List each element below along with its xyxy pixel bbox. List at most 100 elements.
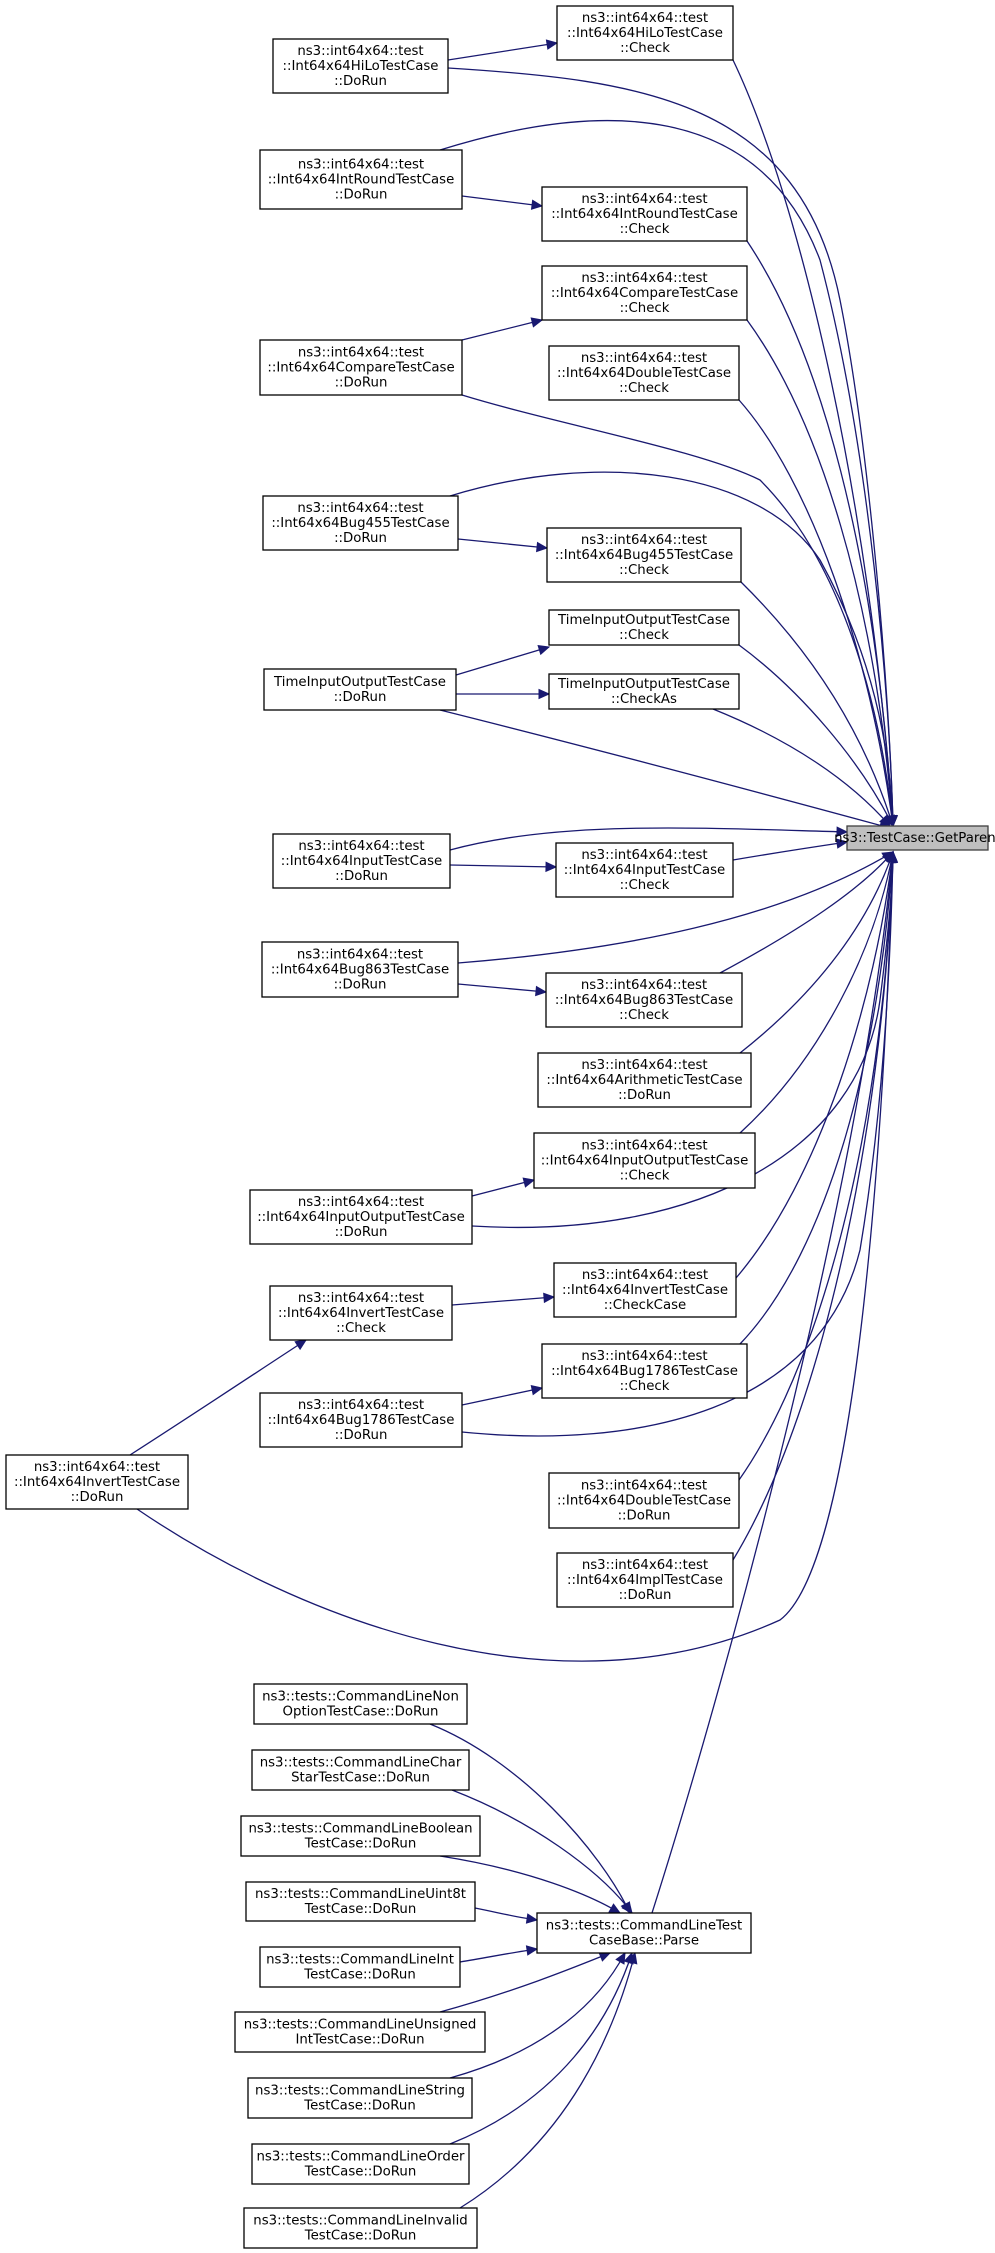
node-invert-dorun[interactable]: ns3::int64x64::test::Int64x64InvertTestC… — [5, 1454, 189, 1510]
node-label-line: ns3::int64x64::test — [298, 346, 424, 361]
edge-line — [136, 851, 894, 1662]
edge-arrowhead — [535, 985, 548, 997]
edge-line — [449, 864, 557, 868]
node-invert-check[interactable]: ns3::int64x64::test::Int64x64InvertTestC… — [269, 1285, 453, 1341]
node-label-line: ns3::int64x64::test — [297, 501, 423, 516]
node-double-check[interactable]: ns3::int64x64::test::Int64x64DoubleTestC… — [548, 345, 740, 401]
edge-line — [449, 827, 848, 851]
node-label-line: ::DoRun — [334, 690, 387, 705]
nodes-layer: ns3::TestCase::GetParentns3::tests::Comm… — [5, 5, 995, 2249]
edge-arrowhead — [525, 1945, 539, 1956]
edge-parse-to-getparent — [651, 850, 898, 1914]
edge-line — [732, 841, 848, 861]
node-label-line: ::Check — [620, 1169, 670, 1184]
node-label-line: ::Check — [620, 222, 670, 237]
node-cl-charstar[interactable]: ns3::tests::CommandLineCharStarTestCase:… — [251, 1749, 470, 1791]
node-cl-invalid[interactable]: ns3::tests::CommandLineInvalidTestCase::… — [243, 2207, 478, 2249]
edge-line — [439, 1855, 621, 1914]
node-tio-check[interactable]: TimeInputOutputTestCase::Check — [548, 609, 740, 646]
edge-cl_charstar-to-parse — [451, 1789, 633, 1914]
node-getparent[interactable]: ns3::TestCase::GetParent — [834, 825, 995, 851]
edge-tio_check-to-getparent — [738, 644, 894, 828]
node-label-line: TestCase::DoRun — [303, 2099, 416, 2114]
node-cl-boolean[interactable]: ns3::tests::CommandLineBooleanTestCase::… — [240, 1815, 481, 1857]
node-cl-string[interactable]: ns3::tests::CommandLineStringTestCase::D… — [247, 2077, 473, 2119]
edge-input_check-to-getparent — [732, 838, 849, 861]
node-round-dorun[interactable]: ns3::int64x64::test::Int64x64IntRoundTes… — [259, 149, 463, 210]
node-bug1786-dorun[interactable]: ns3::int64x64::test::Int64x64Bug1786Test… — [259, 1392, 463, 1448]
node-parse[interactable]: ns3::tests::CommandLineTestCaseBase::Par… — [536, 1912, 752, 1954]
edge-arrowhead — [530, 1385, 544, 1396]
edge-line — [439, 119, 894, 827]
node-label-line: ns3::int64x64::test — [298, 1291, 424, 1306]
node-label-line: StarTestCase::DoRun — [291, 1771, 430, 1786]
edge-compare_dorun-to-compare_check — [461, 317, 544, 341]
node-cl-int[interactable]: ns3::tests::CommandLineIntTestCase::DoRu… — [259, 1946, 461, 1988]
node-label-line: ::Int64x64InputTestCase — [281, 854, 442, 869]
edge-line — [719, 851, 894, 974]
edge-line — [738, 399, 894, 827]
edge-bug455_dorun-to-getparent — [449, 471, 898, 828]
node-box — [541, 186, 748, 242]
edge-arrowhead — [537, 644, 551, 656]
node-cl-unsigned[interactable]: ns3::tests::CommandLineUnsignedIntTestCa… — [234, 2011, 486, 2053]
node-label-line: ::Int64x64InputTestCase — [564, 863, 725, 878]
node-box — [269, 1285, 453, 1341]
edge-arrowhead — [879, 814, 891, 827]
node-bug1786-check[interactable]: ns3::int64x64::test::Int64x64Bug1786Test… — [541, 1343, 748, 1399]
node-label-line: ns3::tests::CommandLineNon — [262, 1690, 459, 1705]
node-compare-check[interactable]: ns3::int64x64::test::Int64x64CompareTest… — [541, 265, 748, 321]
node-label-line: ::DoRun — [335, 188, 388, 203]
node-label-line: ns3::int64x64::test — [581, 848, 707, 863]
node-label-line: ns3::int64x64::test — [581, 1349, 707, 1364]
node-tio-checkas[interactable]: TimeInputOutputTestCase::CheckAs — [548, 673, 740, 710]
edge-line — [461, 1387, 543, 1406]
node-box — [537, 1052, 752, 1108]
node-label-line: ns3::tests::CommandLineString — [255, 2084, 465, 2099]
node-bug455-dorun[interactable]: ns3::int64x64::test::Int64x64Bug455TestC… — [262, 495, 459, 551]
node-input-dorun[interactable]: ns3::int64x64::test::Int64x64InputTestCa… — [272, 833, 451, 889]
edges-layer — [129, 39, 899, 2209]
node-box — [243, 2207, 478, 2249]
node-label-line: ::DoRun — [71, 1490, 124, 1505]
edge-line — [471, 1179, 535, 1197]
node-arith-dorun[interactable]: ns3::int64x64::test::Int64x64ArithmeticT… — [537, 1052, 752, 1108]
edge-line — [461, 195, 543, 207]
node-input-check[interactable]: ns3::int64x64::test::Int64x64InputTestCa… — [555, 842, 734, 898]
node-label-line: ns3::int64x64::test — [581, 1058, 707, 1073]
edge-line — [461, 319, 543, 341]
node-label-line: TimeInputOutputTestCase — [273, 675, 446, 690]
node-label-line: ::Int64x64IntRoundTestCase — [551, 207, 738, 222]
node-invert-checkcase[interactable]: ns3::int64x64::test::Int64x64InvertTestC… — [553, 1262, 737, 1318]
node-box — [251, 2143, 470, 2185]
node-impl-dorun[interactable]: ns3::int64x64::test::Int64x64ImplTestCas… — [556, 1552, 734, 1608]
node-label-line: TestCase::DoRun — [304, 1837, 417, 1852]
node-bug455-check[interactable]: ns3::int64x64::test::Int64x64Bug455TestC… — [546, 527, 742, 583]
edge-arrowhead — [835, 838, 849, 849]
node-compare-dorun[interactable]: ns3::int64x64::test::Int64x64CompareTest… — [259, 339, 463, 396]
edge-arrowhead — [545, 39, 559, 50]
edge-line — [651, 851, 894, 1914]
edge-tio_dorun-to-tio_checkas — [456, 688, 551, 700]
node-cl-order[interactable]: ns3::tests::CommandLineOrderTestCase::Do… — [251, 2143, 470, 2185]
node-box — [272, 833, 451, 889]
node-io-check[interactable]: ns3::int64x64::test::Int64x64InputOutput… — [533, 1132, 756, 1189]
edge-line — [447, 42, 558, 61]
node-bug863-dorun[interactable]: ns3::int64x64::test::Int64x64Bug863TestC… — [261, 941, 459, 998]
node-bug863-check[interactable]: ns3::int64x64::test::Int64x64Bug863TestC… — [545, 972, 743, 1028]
edge-line — [459, 1948, 538, 1963]
node-hilo-check[interactable]: ns3::int64x64::test::Int64x64HiLoTestCas… — [556, 5, 734, 61]
node-io-dorun[interactable]: ns3::int64x64::test::Int64x64InputOutput… — [249, 1189, 473, 1245]
node-label-line: TimeInputOutputTestCase — [557, 613, 730, 628]
node-hilo-dorun[interactable]: ns3::int64x64::test::Int64x64HiLoTestCas… — [272, 38, 449, 94]
node-label-line: TestCase::DoRun — [303, 1968, 416, 1983]
node-round-check[interactable]: ns3::int64x64::test::Int64x64IntRoundTes… — [541, 186, 748, 242]
edge-cl_uint8-to-parse — [474, 1907, 539, 1924]
edge-arrowhead — [615, 1951, 626, 1965]
node-tio-dorun[interactable]: TimeInputOutputTestCase::DoRun — [263, 668, 457, 711]
node-double-dorun[interactable]: ns3::int64x64::test::Int64x64DoubleTestC… — [548, 1472, 740, 1529]
edge-line — [739, 851, 894, 1345]
node-cl-uint8[interactable]: ns3::tests::CommandLineUint8tTestCase::D… — [245, 1881, 476, 1922]
node-cl-nonoption[interactable]: ns3::tests::CommandLineNonOptionTestCase… — [253, 1683, 468, 1725]
node-label-line: ns3::int64x64::test — [581, 192, 707, 207]
